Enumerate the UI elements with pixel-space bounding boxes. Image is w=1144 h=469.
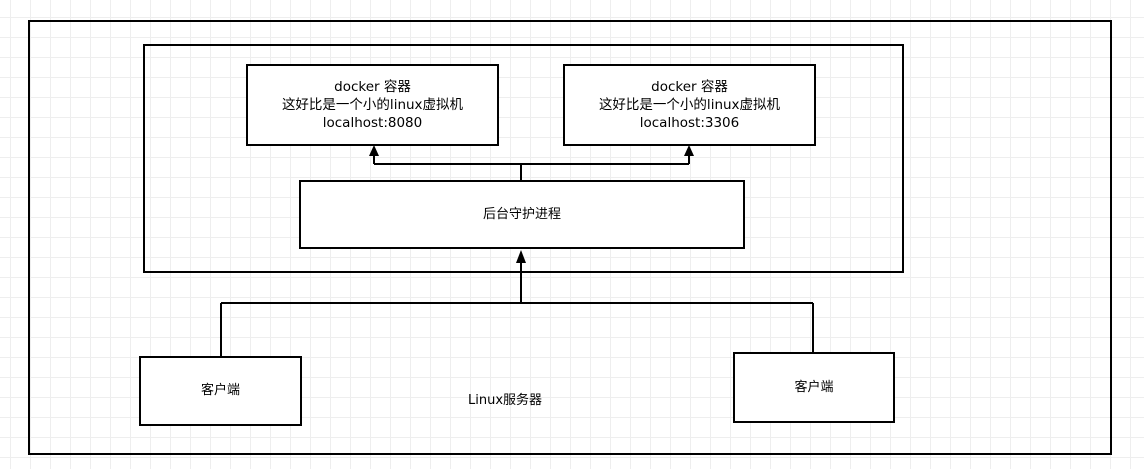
container-2-title: docker 容器 <box>651 79 728 95</box>
daemon-process-label-wrap: 后台守护进程 <box>299 180 745 249</box>
client-2-label-wrap: 客户端 <box>733 352 895 423</box>
server-label-wrap: Linux服务器 <box>440 390 570 412</box>
container-1-address: localhost:8080 <box>322 115 423 131</box>
container-1-title: docker 容器 <box>334 79 411 95</box>
docker-container-1-label: docker 容器 这好比是一个小的linux虚拟机 localhost:808… <box>246 66 499 144</box>
daemon-process-box <box>299 180 745 249</box>
daemon-process-label: 后台守护进程 <box>482 206 561 222</box>
arrowhead-container-2 <box>684 145 694 156</box>
client-2-label: 客户端 <box>794 379 834 395</box>
docker-container-2 <box>563 64 816 146</box>
client-box-1 <box>139 356 302 426</box>
client-box-2 <box>733 352 895 423</box>
client-1-label-wrap: 客户端 <box>139 356 302 426</box>
docker-host-frame <box>143 44 904 273</box>
container-1-description: 这好比是一个小的linux虚拟机 <box>281 97 464 113</box>
arrowhead-container-1 <box>369 145 379 156</box>
docker-container-2-label: docker 容器 这好比是一个小的linux虚拟机 localhost:330… <box>563 66 816 144</box>
client-1-label: 客户端 <box>200 383 240 398</box>
docker-container-1 <box>246 64 499 146</box>
arrowhead-daemon <box>516 250 526 263</box>
linux-server-frame <box>28 20 1112 455</box>
container-2-description: 这好比是一个小的linux虚拟机 <box>598 97 781 113</box>
container-2-address: localhost:3306 <box>639 115 740 131</box>
server-label: Linux服务器 <box>467 393 543 408</box>
